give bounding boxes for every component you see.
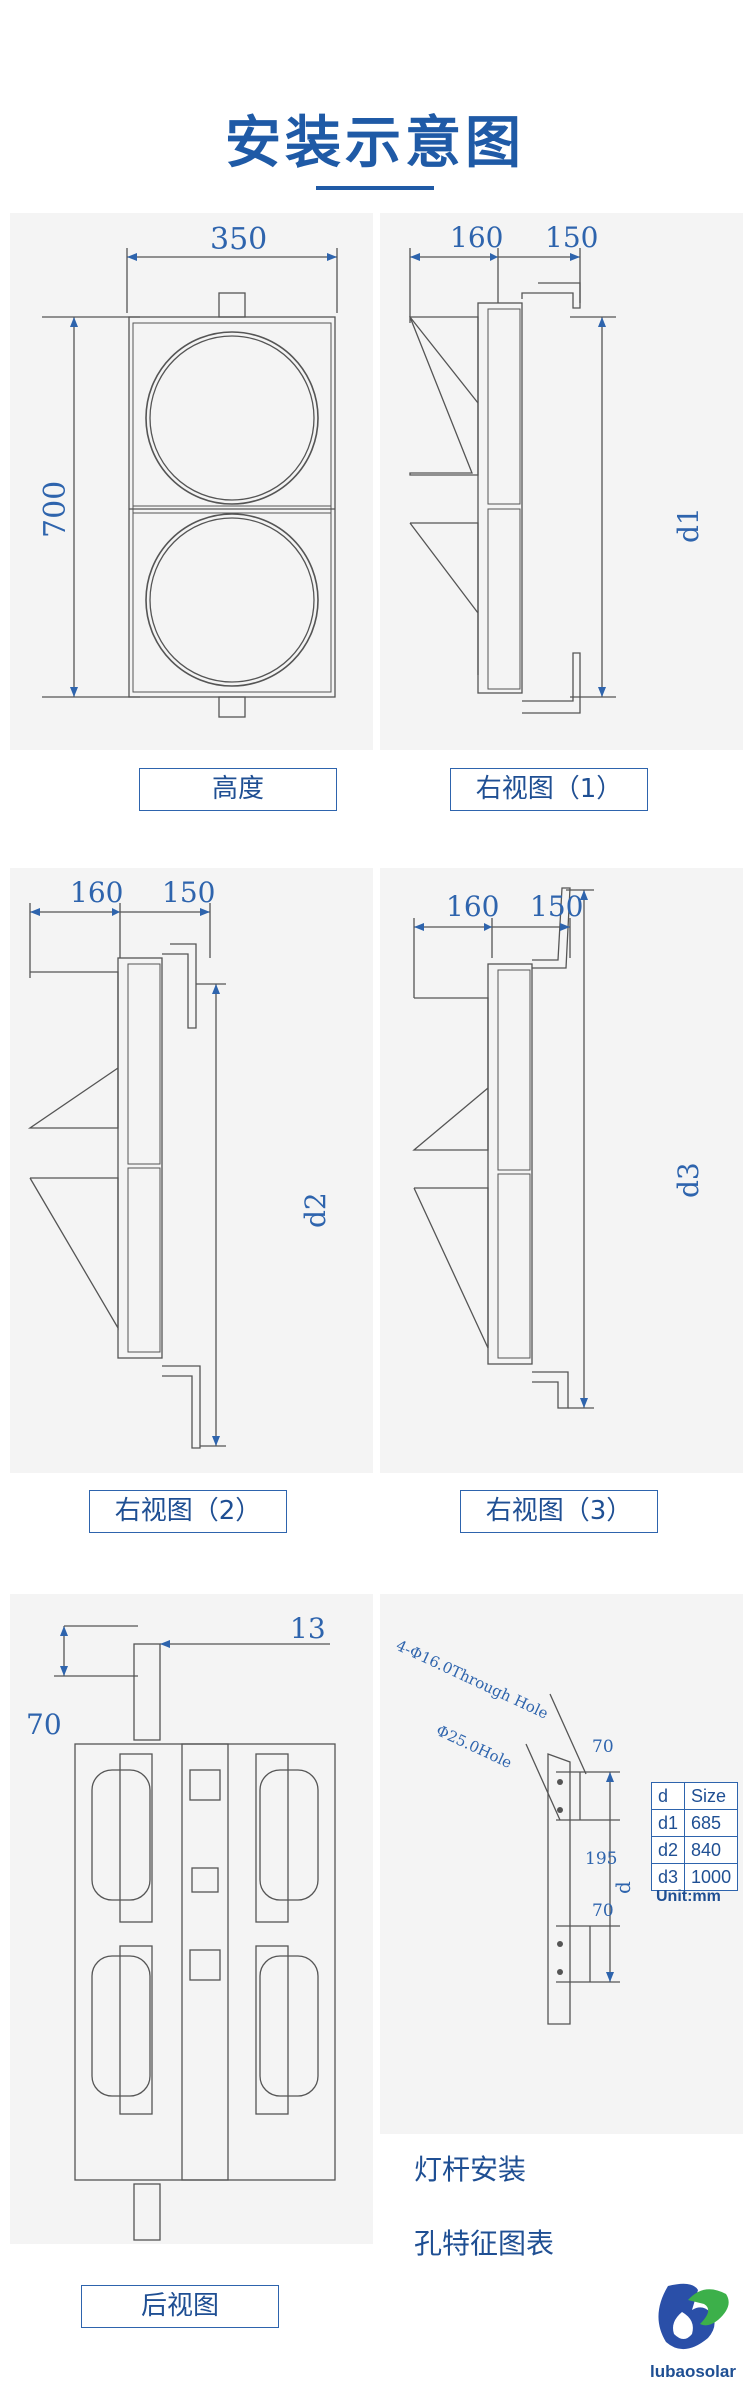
size-table: d Size d1 685 d2 840 d3 1000: [650, 1782, 739, 1891]
dim-150: 150: [162, 876, 215, 909]
panel-pole-detail: 4-Φ16.0Through Hole Φ25.0Hole 70 195 70 …: [380, 1594, 743, 2134]
through-hole-label: 4-Φ16.0Through Hole: [393, 1636, 551, 1722]
dim-d: d: [611, 1881, 635, 1894]
right-view-1-drawing: 160 150 d1: [409, 221, 705, 714]
right-view-3-drawing: 160 150 d3: [412, 887, 705, 1409]
title-underline: [316, 186, 434, 190]
panel-rear-view: 13 70: [10, 1594, 373, 2244]
hole-label: Φ25.0Hole: [433, 1721, 515, 1772]
caption-right-view-2: 右视图（2）: [89, 1490, 287, 1533]
dim-160: 160: [446, 890, 499, 923]
table-cell: 840: [684, 1836, 739, 1864]
dim-160: 160: [450, 221, 503, 254]
table-cell: 685: [684, 1809, 739, 1837]
table-row: d3 1000: [650, 1863, 739, 1891]
pole-install-text: 灯杆安装: [414, 2153, 527, 2186]
logo-icon: [658, 2283, 729, 2350]
panel-right-view-2: 160 150 d2: [10, 868, 373, 1473]
dim-150: 150: [545, 221, 598, 254]
dim-70-bottom: 70: [592, 1901, 614, 1921]
dim-160: 160: [70, 876, 123, 909]
table-cell: d3: [650, 1863, 686, 1891]
table-row: d2 840: [650, 1836, 739, 1864]
table-cell: d1: [650, 1809, 686, 1837]
height-dimension: 700: [38, 481, 73, 538]
unit-label: Unit:mm: [656, 1888, 721, 1905]
table-cell: 1000: [684, 1863, 739, 1891]
panel-right-view-3: 160 150 d3: [380, 868, 743, 1473]
table-cell: d2: [650, 1836, 686, 1864]
dim-d1: d1: [672, 507, 705, 543]
dim-d2: d2: [299, 1192, 332, 1228]
caption-right-view-1: 右视图（1）: [450, 768, 648, 811]
dim-195: 195: [585, 1849, 617, 1869]
table-header: Size: [684, 1782, 739, 1810]
table-header: d: [650, 1782, 686, 1810]
panel-height-view: 350 700: [10, 213, 373, 750]
rear-view-drawing: 13 70: [26, 1612, 336, 2241]
dim-13: 13: [290, 1612, 326, 1645]
caption-height: 高度: [139, 768, 337, 811]
pole-detail-drawing: 4-Φ16.0Through Hole Φ25.0Hole 70 195 70 …: [393, 1636, 635, 2025]
caption-rear-view: 后视图: [81, 2285, 279, 2328]
dim-70-top: 70: [592, 1737, 614, 1757]
hole-feature-text: 孔特征图表: [414, 2227, 555, 2260]
caption-right-view-3: 右视图（3）: [460, 1490, 658, 1533]
width-dimension: 350: [210, 222, 267, 257]
dim-150: 150: [530, 890, 583, 923]
height-view-drawing: 350 700: [38, 222, 338, 718]
table-row: d1 685: [650, 1809, 739, 1837]
logo-text: lubaosolar: [650, 2362, 736, 2381]
page-title: 安装示意图: [225, 111, 525, 176]
brand-logo: lubaosolar: [648, 2276, 738, 2386]
right-view-2-drawing: 160 150 d2: [27, 876, 332, 1449]
dim-d3: d3: [672, 1162, 705, 1198]
panel-right-view-1: 160 150 d1: [380, 213, 743, 750]
dim-70: 70: [26, 1708, 62, 1741]
